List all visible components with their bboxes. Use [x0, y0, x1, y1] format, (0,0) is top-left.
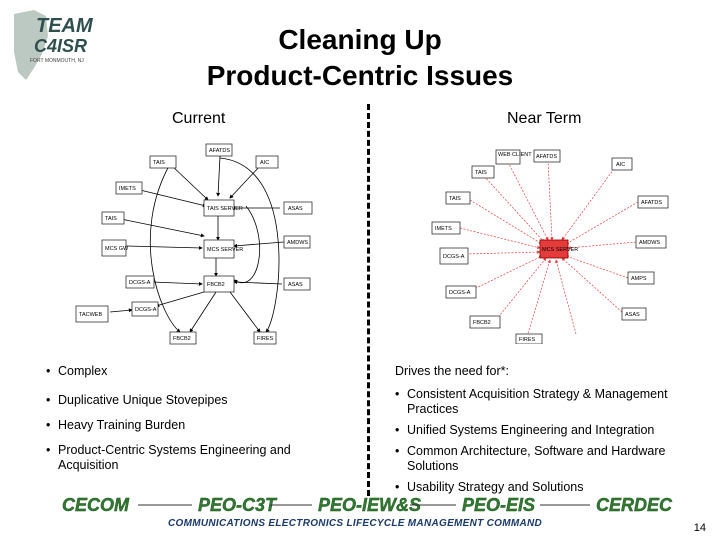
svg-text:AMDWS: AMDWS: [287, 240, 308, 246]
svg-text:TACWEB: TACWEB: [79, 312, 102, 318]
svg-text:FIRES: FIRES: [519, 337, 536, 343]
svg-text:FIRES: FIRES: [257, 336, 274, 342]
svg-text:TAIS: TAIS: [449, 196, 461, 202]
current-node: FIRES: [253, 331, 277, 345]
near-term-architecture-diagram: WEB CLIENT AFATDS TAIS AIC TAIS AFATDS I…: [431, 149, 669, 344]
list-item: Complex: [46, 364, 346, 379]
svg-text:DCGS-A: DCGS-A: [443, 254, 465, 260]
svg-text:DCGS-A: DCGS-A: [129, 280, 151, 286]
current-node: MCS GW: [101, 239, 129, 257]
current-node: ASAS: [283, 201, 313, 215]
current-diagram-nodes: AFATDS TAIS AIC IMETS TAIS TAIS SERVER A…: [75, 143, 313, 345]
current-architecture-diagram: AFATDS TAIS AIC IMETS TAIS TAIS SERVER A…: [75, 143, 313, 345]
svg-text:MCS GW: MCS GW: [105, 246, 129, 252]
list-item: Unified Systems Engineering and Integrat…: [395, 423, 705, 438]
svg-text:ASAS: ASAS: [625, 312, 640, 318]
team-c4isr-logo: TEAM C4ISR FORT MONMOUTH, NJ: [14, 10, 94, 80]
title-line-2: Product-Centric Issues: [206, 60, 514, 91]
logo-text-team: TEAM: [36, 15, 94, 37]
near-node: AMDWS: [635, 235, 667, 249]
svg-text:AIC: AIC: [616, 162, 625, 168]
logo-text-c4isr: C4ISR: [34, 36, 87, 56]
org-cerdec: CERDEC: [596, 495, 673, 515]
svg-text:IMETS: IMETS: [435, 226, 452, 232]
column-divider: [367, 104, 370, 496]
near-node: DCGS-A: [439, 247, 469, 265]
svg-text:AMDWS: AMDWS: [639, 240, 660, 246]
list-item: Product-Centric Systems Engineering and …: [46, 443, 346, 473]
near-term-needs-list: Consistent Acquisition Strategy & Manage…: [395, 387, 705, 505]
near-term-diagram-nodes: WEB CLIENT AFATDS TAIS AIC TAIS AFATDS I…: [431, 149, 669, 344]
svg-text:FBCB2: FBCB2: [473, 320, 491, 326]
svg-text:IMETS: IMETS: [119, 186, 136, 192]
svg-text:AFATDS: AFATDS: [641, 200, 662, 206]
near-node: FIRES: [515, 333, 543, 344]
near-node: DCGS-A: [445, 285, 477, 299]
org-peo-iews: PEO-IEW&S: [318, 495, 421, 515]
svg-text:AIC: AIC: [260, 160, 269, 166]
svg-text:FBCB2: FBCB2: [173, 336, 191, 342]
list-item: Heavy Training Burden: [46, 418, 346, 433]
near-hub-node: MCS SERVER: [539, 239, 578, 259]
current-node: AIC: [255, 155, 279, 169]
org-peo-c3t: PEO-C3T: [198, 495, 278, 515]
page-number: 14: [693, 522, 706, 534]
current-node: DCGS-A: [125, 275, 155, 289]
current-node: TACWEB: [75, 305, 109, 323]
near-node: TAIS: [445, 191, 471, 205]
footer-banner: CECOM PEO-C3T PEO-IEW&S PEO-EIS CERDEC C…: [62, 495, 673, 529]
current-node: MCS SERVER: [203, 239, 243, 259]
list-item: Duplicative Unique Stovepipes: [46, 393, 346, 408]
slide-title: Cleaning Up Product-Centric Issues: [130, 22, 590, 94]
svg-text:AFATDS: AFATDS: [209, 148, 230, 154]
current-node: TAIS: [149, 155, 177, 169]
svg-text:ASAS: ASAS: [288, 206, 303, 212]
near-node: AFATDS: [533, 149, 561, 163]
near-node: AFATDS: [637, 195, 669, 209]
svg-text:FBCB2: FBCB2: [207, 282, 225, 288]
current-node: IMETS: [115, 181, 143, 195]
svg-text:TAIS: TAIS: [153, 160, 165, 166]
title-line-1: Cleaning Up: [278, 24, 442, 55]
current-heading: Current: [172, 110, 226, 127]
svg-text:WEB CLIENT: WEB CLIENT: [498, 152, 532, 158]
current-node: FBCB2: [203, 275, 235, 293]
command-name: COMMUNICATIONS ELECTRONICS LIFECYCLE MAN…: [168, 518, 542, 529]
current-node: TAIS: [101, 211, 125, 225]
svg-text:DCGS-A: DCGS-A: [449, 290, 471, 296]
svg-text:DCGS-A: DCGS-A: [135, 307, 157, 313]
near-node: WEB CLIENT: [495, 149, 532, 165]
near-node: AMPS: [627, 271, 655, 285]
near-term-heading: Near Term: [507, 110, 582, 127]
svg-text:MCS SERVER: MCS SERVER: [542, 247, 578, 253]
current-node: FBCB2: [169, 331, 197, 345]
list-item: Usability Strategy and Solutions: [395, 480, 705, 495]
svg-text:TAIS SERVER: TAIS SERVER: [207, 206, 243, 212]
current-issues-list: Complex Duplicative Unique Stovepipes He…: [46, 364, 346, 483]
org-peo-eis: PEO-EIS: [462, 495, 535, 515]
near-node: IMETS: [431, 221, 461, 235]
list-item: Consistent Acquisition Strategy & Manage…: [395, 387, 705, 417]
near-node: FBCB2: [469, 315, 501, 329]
current-node: DCGS-A: [131, 301, 159, 317]
svg-text:AMPS: AMPS: [631, 276, 647, 282]
near-node: ASAS: [621, 307, 647, 321]
current-node: ASAS: [283, 277, 311, 291]
svg-text:ASAS: ASAS: [288, 282, 303, 288]
svg-text:TAIS: TAIS: [475, 170, 487, 176]
current-node: AFATDS: [205, 143, 233, 157]
current-node: TAIS SERVER: [203, 199, 243, 217]
org-cecom: CECOM: [62, 495, 130, 515]
list-item: Common Architecture, Software and Hardwa…: [395, 444, 705, 474]
drives-need-intro: Drives the need for*:: [395, 364, 509, 378]
svg-text:AFATDS: AFATDS: [536, 154, 557, 160]
svg-text:MCS SERVER: MCS SERVER: [207, 247, 243, 253]
near-node: AIC: [611, 157, 633, 171]
current-node: AMDWS: [283, 235, 311, 249]
logo-text-location: FORT MONMOUTH, NJ: [30, 58, 84, 64]
svg-text:TAIS: TAIS: [105, 216, 117, 222]
near-node: TAIS: [471, 165, 495, 179]
